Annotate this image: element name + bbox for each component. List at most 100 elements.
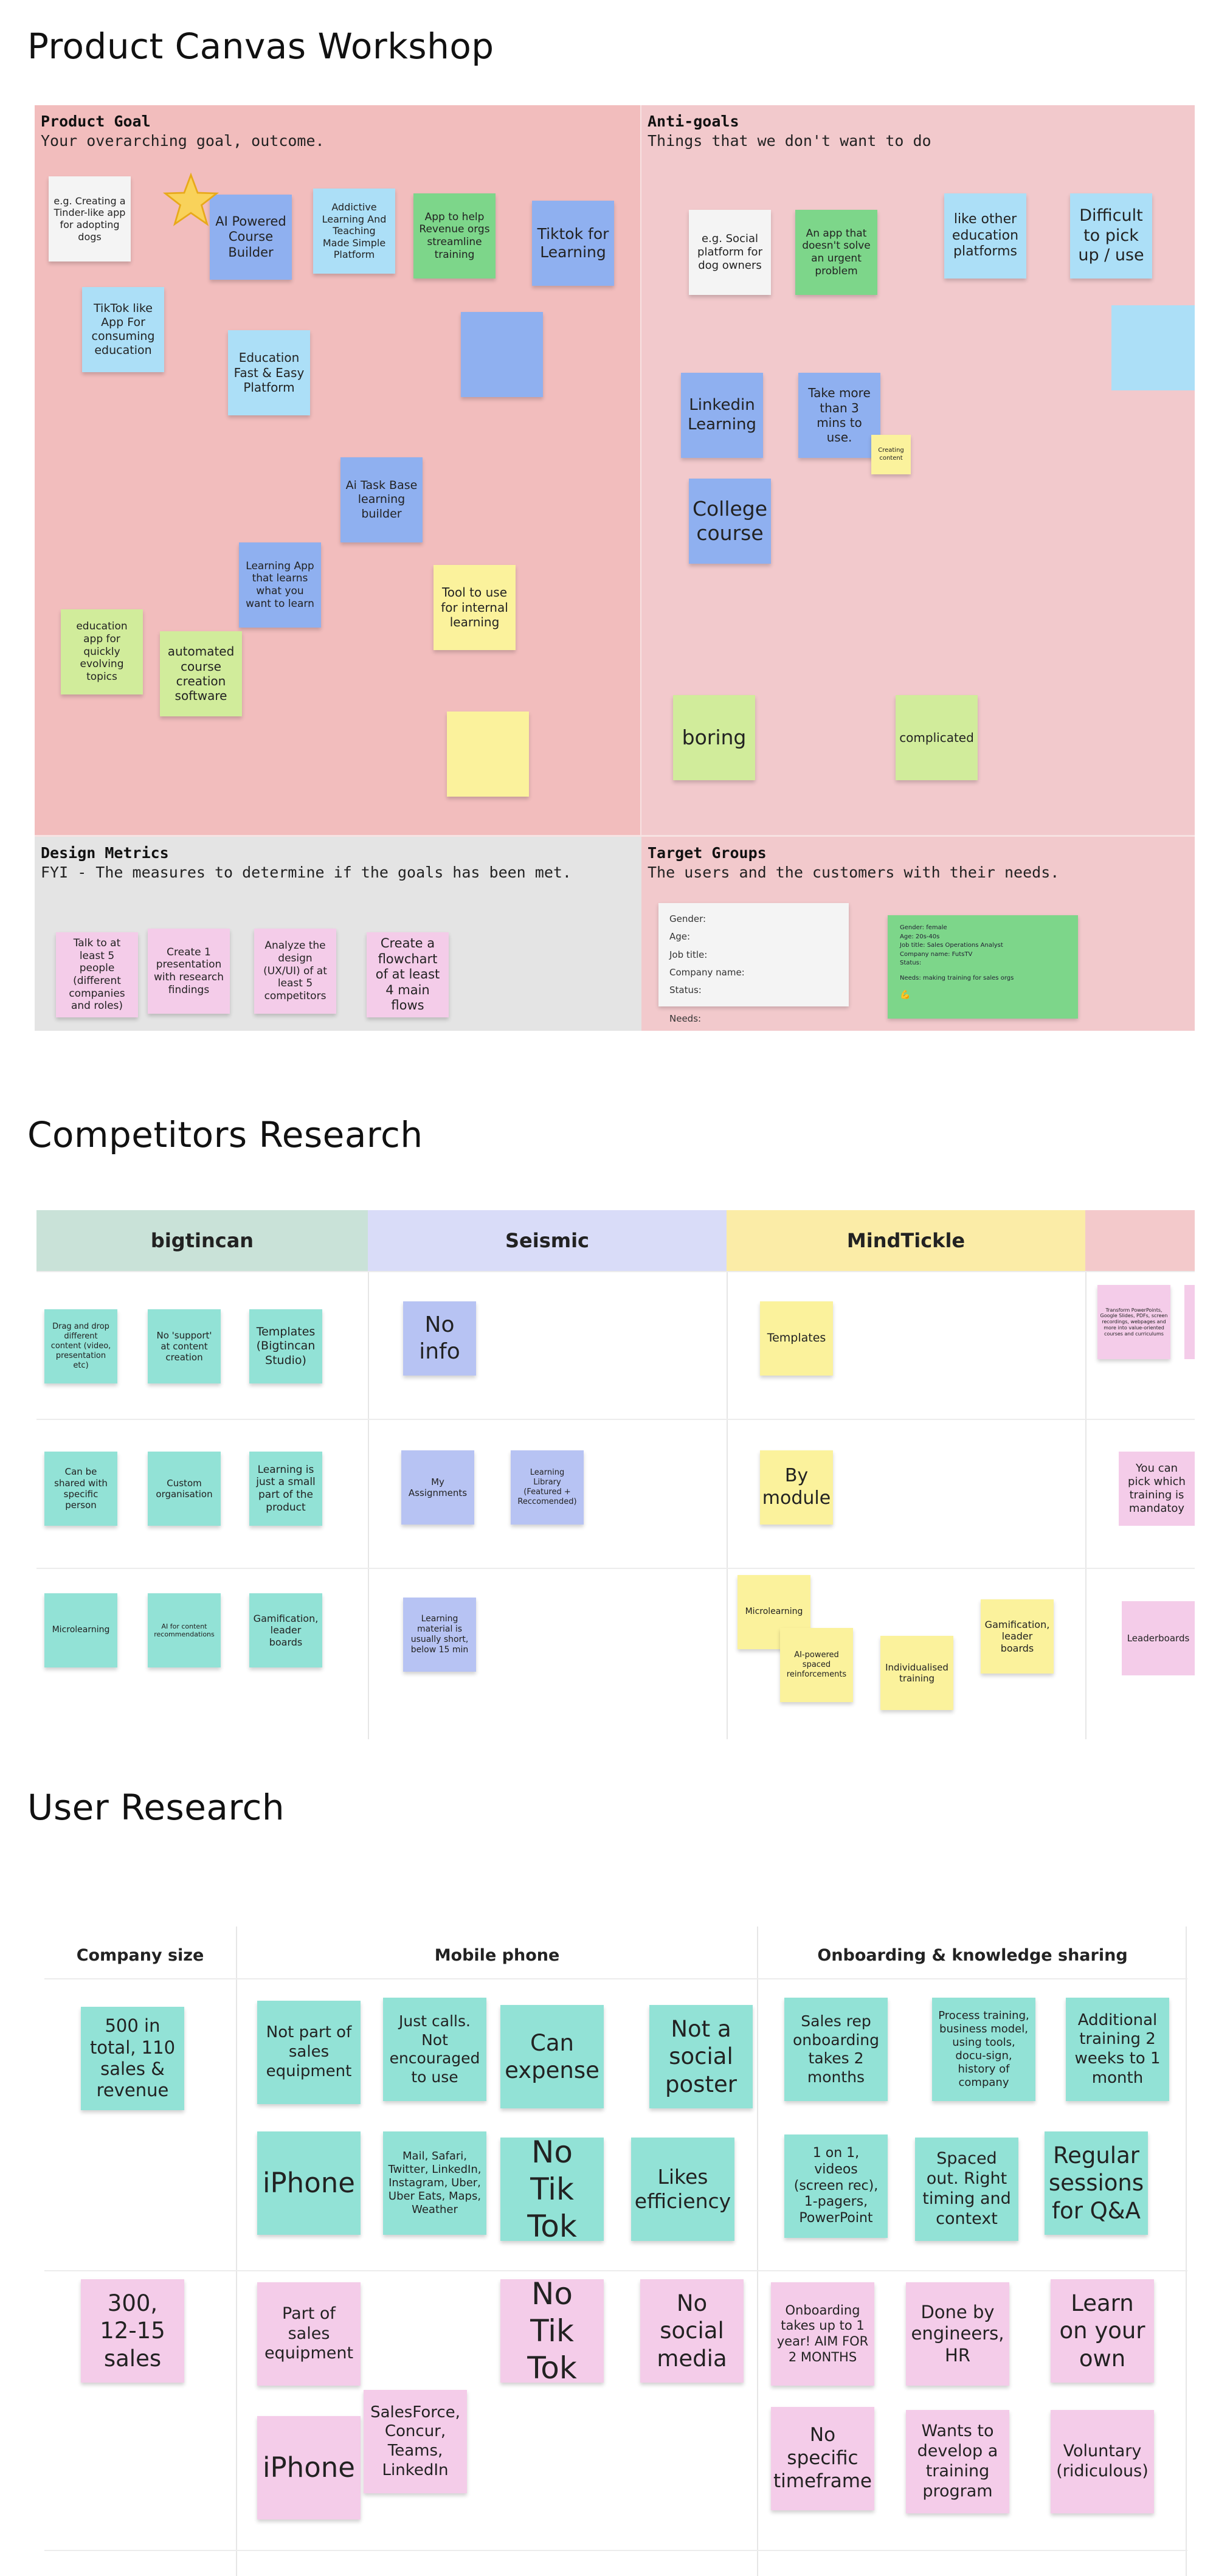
sticky-note[interactable]: Custom organisation	[148, 1452, 221, 1526]
anti-goals-title: Anti-goals	[648, 113, 739, 130]
sticky-note[interactable]: Microlearning	[44, 1593, 117, 1667]
column-header-bigtincan: bigtincan	[36, 1210, 368, 1271]
sticky-note[interactable]: 1 on 1, videos (screen rec), 1-pagers, P…	[784, 2135, 888, 2238]
sticky-note[interactable]: Spaced out. Right timing and context	[915, 2138, 1018, 2241]
sticky-note[interactable]: Learning Library (Featured + Reccomended…	[511, 1450, 584, 1525]
sticky-note[interactable]: Gamification, leader boards	[249, 1593, 322, 1667]
sticky-note[interactable]: Tiktok for Learning	[532, 201, 614, 286]
sticky-note[interactable]: Wants to develop a training program	[906, 2410, 1009, 2513]
sticky-note[interactable]: An app that doesn't solve an urgent prob…	[795, 210, 877, 295]
sticky-note[interactable]: Learning material is usually short, belo…	[403, 1598, 476, 1672]
sticky-note[interactable]: Create 1 presentation with research find…	[148, 929, 230, 1014]
user-research-title: User Research	[27, 1787, 285, 1828]
sticky-note[interactable]: Just calls. Not encouraged to use	[383, 1998, 486, 2101]
star-icon	[162, 172, 219, 228]
sticky-note[interactable]: Ai Task Base learning builder	[340, 457, 423, 542]
row-divider	[44, 2550, 1187, 2551]
sticky-note[interactable]: Individualised training	[880, 1636, 953, 1710]
column-header-fourth	[1085, 1210, 1195, 1271]
sticky-note[interactable]: Drag and drop different content (video, …	[44, 1309, 117, 1383]
sticky-note[interactable]: AI-powered spaced reinforcements	[780, 1628, 853, 1702]
sticky-note[interactable]: No Tik Tok	[500, 2138, 604, 2241]
sticky-note[interactable]: iPhone	[257, 2416, 361, 2519]
column-divider	[368, 1271, 369, 1739]
sticky-note[interactable]: Creating content	[871, 435, 911, 474]
sticky-note[interactable]: Sales rep onboarding takes 2 months	[784, 1998, 888, 2101]
persona-card[interactable]: Gender: female Age: 20s-40s Job title: S…	[888, 915, 1078, 1019]
sticky-note[interactable]: Not a social poster	[649, 2005, 753, 2108]
sticky-note[interactable]: Analyze the design (UX/UI) of at least 5…	[254, 929, 336, 1014]
persona-line: Job title: Sales Operations Analyst	[900, 942, 1003, 949]
sticky-note[interactable]: College course	[689, 479, 771, 564]
sticky-note[interactable]: 500 in total, 110 sales & revenue	[81, 2007, 184, 2110]
sticky-note[interactable]: Can be shared with specific person	[44, 1452, 117, 1526]
sticky-note[interactable]	[461, 312, 543, 397]
persona-template-card[interactable]: Gender: Age: Job title: Company name: St…	[658, 903, 849, 1024]
sticky-note[interactable]: Learning App that learns what you want t…	[239, 542, 321, 628]
sticky-note[interactable]: Can expense	[500, 2005, 604, 2108]
column-divider	[727, 1271, 728, 1739]
sticky-note[interactable]: Addictive Learning And Teaching Made Sim…	[313, 189, 395, 274]
sticky-note[interactable]: Gamification, leader boards	[981, 1599, 1054, 1674]
sticky-note[interactable]	[447, 712, 529, 797]
sticky-note[interactable]: Talk to at least 5 people (different com…	[56, 932, 138, 1017]
flex-emoji: 💪	[900, 990, 911, 1000]
persona-line: Age: 20s-40s	[900, 933, 940, 940]
sticky-note[interactable]: Likes efficiency	[631, 2138, 734, 2241]
persona-line: Gender: female	[900, 924, 947, 931]
sticky-note[interactable]: Education Fast & Easy Platform	[228, 330, 310, 415]
sticky-note[interactable]: No Tik Tok	[500, 2279, 604, 2383]
sticky-note[interactable]: complicated	[896, 695, 978, 780]
sticky-note[interactable]: No info	[403, 1301, 476, 1376]
sticky-note[interactable]: You can pick which training is mandatoy	[1119, 1452, 1195, 1526]
product-goal-title: Product Goal	[41, 113, 151, 130]
sticky-note[interactable]: Take more than 3 mins to use.	[798, 373, 880, 458]
sticky-note[interactable]: AI Powered Course Builder	[210, 195, 292, 280]
sticky-note[interactable]: Tool to use for internal learning	[434, 565, 516, 650]
sticky-note[interactable]: Additional training 2 weeks to 1 month	[1066, 1998, 1169, 2101]
sticky-note[interactable]: Mail, Safari, Twitter, LinkedIn, Instagr…	[383, 2131, 486, 2235]
sticky-note[interactable]: Leaderboards	[1122, 1601, 1195, 1675]
sticky-note[interactable]: Learn on your own	[1051, 2279, 1154, 2383]
persona-line	[900, 968, 1066, 974]
sticky-note[interactable]: TikTok like App For consuming education	[82, 287, 164, 372]
sticky-note[interactable]: Create a flowchart of at least 4 main fl…	[367, 932, 449, 1017]
sticky-note[interactable]	[1111, 305, 1195, 390]
sticky-note[interactable]: No specific timeframe	[771, 2407, 874, 2510]
competitors-title: Competitors Research	[27, 1114, 423, 1155]
sticky-note[interactable]: like other education platforms	[944, 193, 1026, 279]
sticky-note[interactable]: Part of sales equipment	[257, 2282, 361, 2386]
sticky-note[interactable]: Done by engineers, HR	[906, 2282, 1009, 2386]
sticky-note[interactable]: e.g. Social platform for dog owners	[689, 210, 771, 295]
sticky-note[interactable]: No social media	[640, 2279, 744, 2383]
sticky-note[interactable]: By module	[760, 1450, 833, 1525]
sticky-note[interactable]: No 'support' at content creation	[148, 1309, 221, 1383]
sticky-note[interactable]: Voluntary (ridiculous)	[1051, 2410, 1154, 2513]
sticky-note[interactable]: App to help Revenue orgs streamline trai…	[413, 193, 496, 279]
sticky-note[interactable]: Difficult to pick up / use	[1070, 193, 1152, 279]
sticky-note[interactable]: e.g. Creating a Tinder-like app for adop…	[49, 176, 131, 261]
column-header-mobile-phone: Mobile phone	[434, 1945, 560, 1965]
sticky-note[interactable]: boring	[673, 695, 755, 780]
sticky-note[interactable]: SalesForce, Concur, Teams, LinkedIn	[364, 2390, 467, 2493]
sticky-note[interactable]: Onboarding takes up to 1 year! AIM FOR 2…	[771, 2282, 874, 2386]
sticky-note[interactable]: Process training, business model, using …	[932, 1998, 1035, 2101]
sticky-note[interactable]: Not part of sales equipment	[257, 2001, 361, 2104]
sticky-note[interactable]: 300, 12-15 sales	[81, 2279, 184, 2383]
sticky-note[interactable]: Templates (Bigtincan Studio)	[249, 1309, 322, 1383]
persona-line: Status:	[900, 960, 922, 966]
row-divider	[36, 1419, 1195, 1420]
sticky-note[interactable]: Transform PowerPoints, Google Slides, PD…	[1097, 1285, 1170, 1359]
template-line: Age:	[669, 931, 691, 943]
sticky-note[interactable]: Learning is just a small part of the pro…	[249, 1452, 322, 1526]
sticky-note[interactable]: AI for content recommendations	[148, 1593, 221, 1667]
column-header-company-size: Company size	[76, 1945, 204, 1965]
sticky-note[interactable]: Regular sessions for Q&A	[1045, 2131, 1148, 2235]
sticky-note[interactable]: automated course creation software	[160, 631, 242, 716]
sticky-note[interactable]: Templates	[760, 1301, 833, 1376]
sticky-note[interactable]: iPhone	[257, 2131, 361, 2235]
sticky-note[interactable]: Linkedin Learning	[681, 373, 763, 458]
sticky-note[interactable]: education app for quickly evolving topic…	[61, 609, 143, 694]
sticky-note[interactable]: My Assignments	[401, 1450, 474, 1525]
column-divider	[1085, 1271, 1086, 1739]
